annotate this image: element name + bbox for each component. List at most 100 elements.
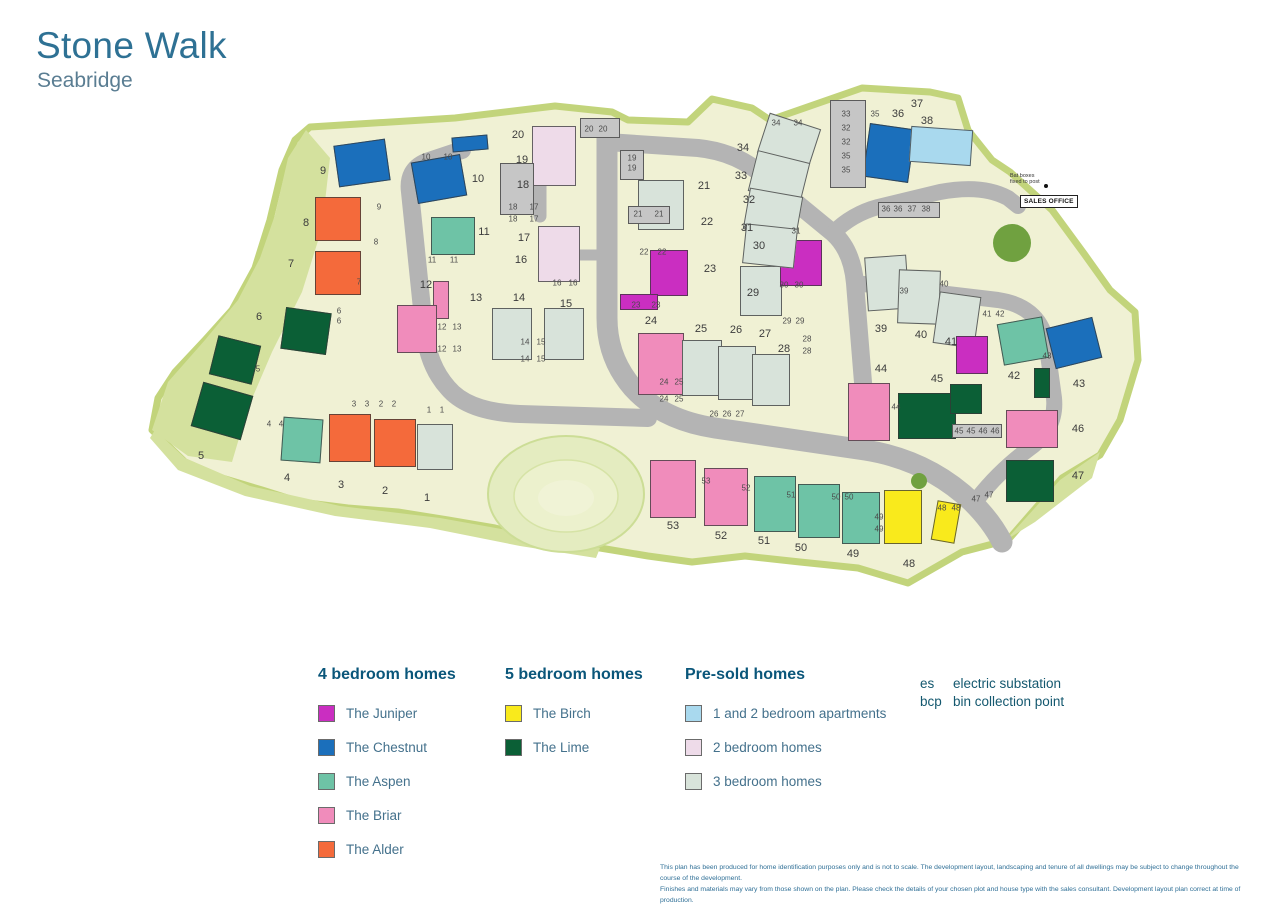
plot-number-30: 30 <box>779 280 789 290</box>
legend-item-chestnut: The Chestnut <box>318 738 505 756</box>
plot-number-7: 7 <box>356 277 362 287</box>
plot-number-10: 10 <box>443 152 453 162</box>
plot-number-43: 43 <box>1042 351 1052 361</box>
legend-label: The Birch <box>533 705 591 721</box>
plot-number-49: 49 <box>874 512 884 522</box>
house-bed3-plot-26 <box>718 346 756 400</box>
house-briar-plot-24 <box>638 333 684 395</box>
plot-number-30: 30 <box>794 280 804 290</box>
house-bed2-plot-20 <box>532 126 576 186</box>
legend-item-juniper: The Juniper <box>318 704 505 722</box>
plot-number-2: 2 <box>381 485 389 497</box>
house-alder-plot-8 <box>315 197 361 241</box>
plot-number-49: 49 <box>846 548 860 560</box>
legend-label: The Lime <box>533 739 590 755</box>
legend-item-birch: The Birch <box>505 704 685 722</box>
plot-number-1: 1 <box>426 405 432 415</box>
plot-number-14: 14 <box>520 354 530 364</box>
plot-number-36: 36 <box>891 108 905 120</box>
green-area-west <box>152 130 330 462</box>
plot-number-8: 8 <box>302 217 310 229</box>
plot-number-25: 25 <box>674 377 684 387</box>
plot-number-25: 25 <box>694 323 708 335</box>
house-bed2-plot-16 <box>538 226 580 282</box>
plot-number-41: 41 <box>944 336 958 348</box>
plot-number-19: 19 <box>515 154 529 166</box>
plot-number-11: 11 <box>427 255 437 265</box>
legend-item-apartments: 1 and 2 bedroom apartments <box>685 704 920 722</box>
tree-circle-south <box>911 473 927 489</box>
plot-number-32: 32 <box>841 137 851 147</box>
plot-number-31: 31 <box>791 226 801 236</box>
legend-swatch-chestnut <box>318 738 335 756</box>
plot-number-50: 50 <box>844 492 854 502</box>
plot-number-34: 34 <box>771 118 781 128</box>
house-bed3-plot-15 <box>544 308 584 360</box>
legend-label: 2 bedroom homes <box>713 739 822 755</box>
plot-number-2: 2 <box>378 399 384 409</box>
plot-number-49: 49 <box>874 524 884 534</box>
plot-number-43: 43 <box>1072 378 1086 390</box>
plot-number-48: 48 <box>937 503 947 513</box>
house-alder-plot-2 <box>374 419 416 467</box>
legend-swatch-briar <box>318 806 335 824</box>
plot-number-37: 37 <box>910 98 924 110</box>
house-briar-plot-53 <box>650 460 696 518</box>
plot-number-20: 20 <box>584 124 594 134</box>
plot-number-36: 36 <box>893 204 903 214</box>
plot-number-51: 51 <box>786 490 796 500</box>
plot-number-52: 52 <box>714 530 728 542</box>
plot-number-48: 48 <box>902 558 916 570</box>
plot-number-11: 11 <box>449 255 459 265</box>
plot-number-29: 29 <box>782 316 792 326</box>
plot-number-6: 6 <box>255 311 263 323</box>
plot-number-52: 52 <box>741 483 751 493</box>
plot-number-12: 12 <box>437 322 447 332</box>
plot-number-38: 38 <box>920 115 934 127</box>
road-main <box>596 124 1013 553</box>
house-lime-plot-47 <box>1006 460 1054 502</box>
legend-swatch-alder <box>318 840 335 858</box>
house-bed3-plot-14 <box>492 308 532 360</box>
house-briar-plot-44 <box>848 383 890 441</box>
disclaimer-line-1: This plan has been produced for home ide… <box>660 864 1239 882</box>
plot-number-39: 39 <box>874 323 888 335</box>
plot-number-25: 25 <box>674 394 684 404</box>
plot-number-22: 22 <box>639 247 649 257</box>
plot-number-16: 16 <box>568 278 578 288</box>
house-alder-plot-3 <box>329 414 371 462</box>
disclaimer: This plan has been produced for home ide… <box>660 863 1260 907</box>
plot-number-50: 50 <box>794 542 808 554</box>
plot-number-6: 6 <box>336 316 342 326</box>
legend-swatch-aspen <box>318 772 335 790</box>
plot-number-51: 51 <box>757 535 771 547</box>
plot-number-23: 23 <box>651 300 661 310</box>
page-title: Stone Walk <box>36 25 227 66</box>
legend-item-bed2: 2 bedroom homes <box>685 738 920 756</box>
plot-number-24: 24 <box>659 377 669 387</box>
plot-number-38: 38 <box>921 204 931 214</box>
plot-number-21: 21 <box>633 209 643 219</box>
plot-number-15: 15 <box>559 298 573 310</box>
plot-number-6: 6 <box>336 306 342 316</box>
plot-number-21: 21 <box>697 180 711 192</box>
plot-number-44: 44 <box>874 363 888 375</box>
plot-number-28: 28 <box>802 346 812 356</box>
house-garage-plot-g7 <box>952 424 1002 438</box>
plot-number-5: 5 <box>255 364 261 374</box>
plot-number-12: 12 <box>437 344 447 354</box>
house-juniper-plot-22 <box>650 250 688 296</box>
plot-number-7: 7 <box>287 258 295 270</box>
plot-number-33: 33 <box>734 170 748 182</box>
plot-number-42: 42 <box>995 309 1005 319</box>
house-bed3-plot-29 <box>740 266 782 316</box>
house-birch-plot-48 <box>884 490 922 544</box>
plot-number-13: 13 <box>452 322 462 332</box>
legend-heading: 5 bedroom homes <box>505 666 643 683</box>
plot-number-9: 9 <box>319 165 327 177</box>
house-bed3-plot-1 <box>417 424 453 470</box>
